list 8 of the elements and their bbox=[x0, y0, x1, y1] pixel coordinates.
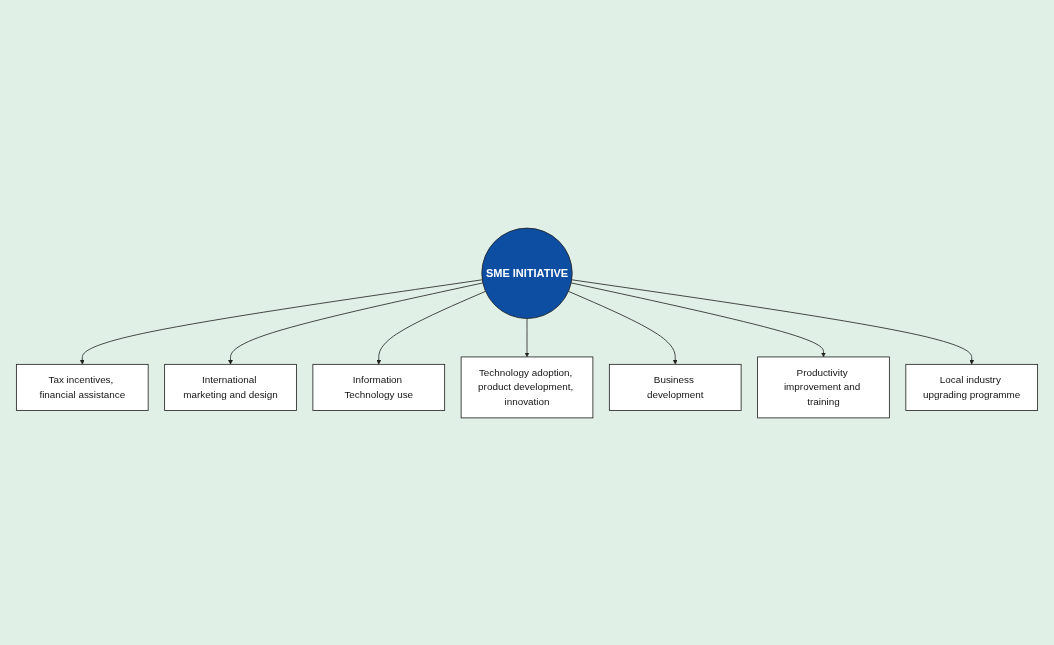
node-box: Information Technology use bbox=[312, 363, 446, 411]
node-box: Tax incentives, financial assistance bbox=[16, 363, 149, 411]
node-circle: SME INITIATIVE bbox=[481, 227, 573, 319]
node-box: Local industry upgrading programme bbox=[905, 363, 1038, 411]
node-box: Technology adoption, product development, innovation bbox=[460, 356, 594, 418]
node-box: Productivity improvement and training bbox=[757, 356, 890, 418]
node-box: Business development bbox=[608, 363, 742, 411]
node-box: International marketing and design bbox=[164, 363, 297, 411]
